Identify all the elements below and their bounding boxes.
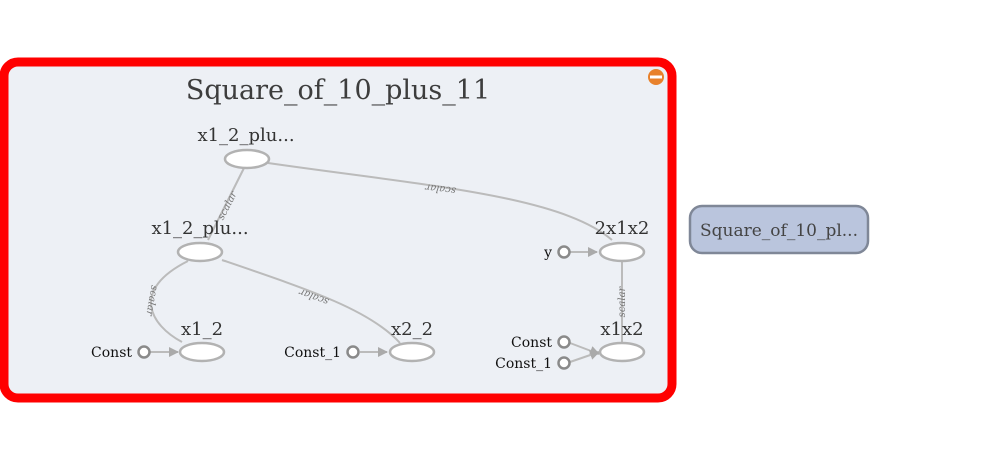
- const-node-circle[interactable]: [557, 356, 571, 370]
- const-label: y: [543, 245, 552, 261]
- const-label: Const: [511, 335, 552, 351]
- op-node-ellipse[interactable]: [223, 148, 271, 170]
- group-border: [0, 57, 677, 403]
- input-const-1-a[interactable]: Const_1: [284, 345, 360, 361]
- const-label: Const: [91, 345, 132, 361]
- node-label: 2x1x2: [595, 218, 650, 239]
- op-node-ellipse[interactable]: [176, 241, 224, 263]
- node-label: x1_2_plu...: [197, 125, 294, 146]
- collapse-button[interactable]: [648, 69, 664, 85]
- group-title: Square_of_10_plus_11: [186, 75, 490, 106]
- input-const-b[interactable]: Const: [511, 335, 571, 351]
- node-x1_2_plus-top[interactable]: x1_2_plu...: [197, 125, 295, 170]
- edge-mid-to-x1_2: [150, 260, 189, 343]
- node-x2_2[interactable]: x2_2: [388, 319, 436, 363]
- edge-top-to-mid: [207, 167, 245, 241]
- edge-label-mid-to-x1_2: scalar: [143, 284, 159, 317]
- minus-bar: [650, 75, 662, 79]
- node-label: x1_2_plu...: [151, 218, 248, 239]
- edge-label-2x1x2-to-x1x2: scalar: [617, 285, 628, 317]
- node-label: x1x2: [600, 319, 643, 340]
- edge-mid-to-x2_2: [221, 259, 401, 344]
- input-y[interactable]: y: [543, 245, 571, 261]
- const-node-circle[interactable]: [557, 335, 571, 349]
- collapsed-group-box[interactable]: [688, 204, 870, 255]
- const-node-circle[interactable]: [137, 345, 151, 359]
- node-x1_2[interactable]: x1_2: [178, 319, 226, 363]
- input-const-a[interactable]: Const: [91, 345, 151, 361]
- const-node-circle[interactable]: [557, 245, 571, 259]
- collapsed-group-node[interactable]: Square_of_10_pl...: [688, 204, 870, 255]
- op-node-ellipse[interactable]: [598, 341, 646, 363]
- node-x1x2[interactable]: x1x2: [598, 319, 646, 363]
- op-node-ellipse[interactable]: [388, 341, 436, 363]
- const-node-circle[interactable]: [346, 345, 360, 359]
- group-square-of-10-plus-11[interactable]: Square_of_10_plus_11: [0, 57, 677, 403]
- op-node-ellipse[interactable]: [178, 341, 226, 363]
- edge-top-to-2x1x2: [267, 162, 613, 241]
- op-node-ellipse[interactable]: [598, 241, 646, 263]
- const-label: Const_1: [495, 356, 552, 372]
- node-label: x2_2: [391, 319, 433, 340]
- node-2x1x2[interactable]: 2x1x2: [595, 218, 650, 263]
- collapsed-group-label: Square_of_10_pl...: [700, 221, 858, 241]
- input-const-1-b[interactable]: Const_1: [495, 356, 571, 372]
- const-label: Const_1: [284, 345, 341, 361]
- edge-label-top-to-2x1x2: scalar: [424, 181, 457, 196]
- node-x1_2_plus-mid[interactable]: x1_2_plu...: [151, 218, 249, 263]
- edges: [150, 162, 623, 363]
- edge-const1-to-x1x2: [569, 350, 600, 363]
- node-label: x1_2: [181, 319, 223, 340]
